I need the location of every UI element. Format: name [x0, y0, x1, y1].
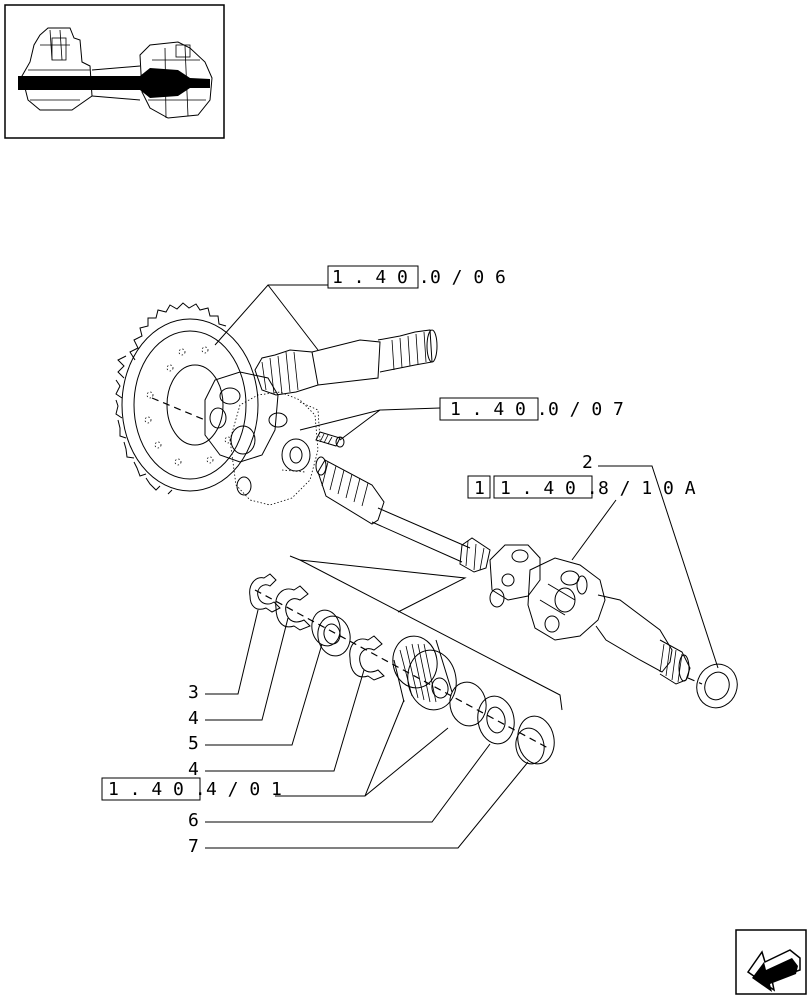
exploded-parts: [249, 555, 563, 765]
callout-5: 5: [188, 733, 199, 754]
arrow-back-icon[interactable]: [735, 929, 807, 995]
differential-case: [229, 391, 321, 506]
callout-4a: 4: [188, 708, 199, 729]
ref-rest-3: 8 / 1 0 A: [598, 478, 696, 499]
differential-housing: [204, 371, 279, 463]
ref-boxed-4: 1 . 4 0 .: [108, 779, 206, 800]
ref-label-1[interactable]: 1 . 4 0 . 0 / 0 6: [327, 265, 506, 289]
ring-gear: [115, 302, 259, 495]
ref-boxed-1: 1 . 4 0 .: [332, 267, 430, 288]
pinion-shaft: [254, 329, 438, 396]
ref-rest-2: 0 / 0 7: [548, 399, 624, 420]
pin: [315, 431, 345, 448]
callout-7: 7: [188, 836, 199, 857]
seal-ring: [696, 663, 738, 709]
ref-rest-1: 0 / 0 6: [430, 267, 506, 288]
ref-boxed-3: 1 . 4 0 .: [500, 478, 598, 499]
ref-rest-4: 4 / 0 1: [206, 779, 282, 800]
axle-shaft: [315, 456, 491, 573]
ref-prefix-3: 1: [474, 478, 485, 499]
axle-assembly-thumbnail: [4, 4, 225, 139]
callout-6: 6: [188, 810, 199, 831]
leader-lines: [205, 284, 719, 849]
ref-label-3[interactable]: 1 1 . 4 0 . 8 / 1 0 A: [467, 475, 696, 499]
ref-boxed-2: 1 . 4 0 .: [450, 399, 548, 420]
callout-3: 3: [188, 682, 199, 703]
universal-joint: [489, 544, 703, 685]
ref-label-4[interactable]: 1 . 4 0 . 4 / 0 1: [101, 777, 282, 801]
callout-2: 2: [582, 452, 593, 473]
callout-4b: 4: [188, 759, 199, 780]
ref-label-2[interactable]: 1 . 4 0 . 0 / 0 7: [439, 397, 624, 421]
